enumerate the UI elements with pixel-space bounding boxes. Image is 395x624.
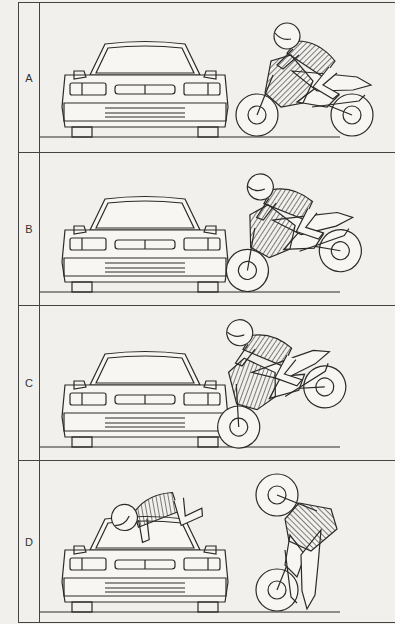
panel-label-column: B	[19, 153, 40, 305]
panel-letter: D	[25, 536, 33, 548]
panel-band: B	[18, 152, 395, 305]
panel-label-column: D	[19, 461, 40, 622]
panel-band: A	[18, 2, 395, 152]
panel-label-column: A	[19, 3, 40, 152]
panel-band: C	[18, 305, 395, 460]
panel-letter: B	[25, 223, 32, 235]
panel-letter: C	[25, 377, 33, 389]
panel-band: D	[18, 460, 395, 623]
panel-letter: A	[25, 72, 32, 84]
panel-label-column: C	[19, 306, 40, 460]
